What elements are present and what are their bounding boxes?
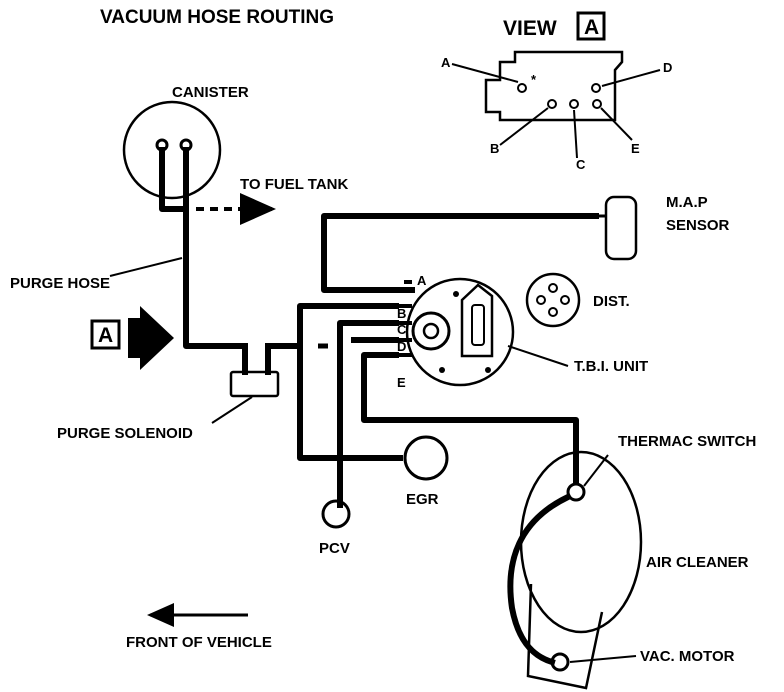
canister-label: CANISTER xyxy=(172,84,249,101)
tbi-port-e: E xyxy=(397,375,406,390)
dist-label: DIST. xyxy=(593,293,630,310)
thermac-switch-label: THERMAC SWITCH xyxy=(618,433,756,450)
view-port-label-b: B xyxy=(490,141,499,156)
tbi-port-a: A xyxy=(417,273,427,288)
map-sensor-label-2: SENSOR xyxy=(666,217,730,234)
front-of-vehicle-label: FRONT OF VEHICLE xyxy=(126,634,272,651)
view-a-header: VIEW A xyxy=(503,11,606,41)
vac-motor-label: VAC. MOTOR xyxy=(640,648,735,665)
pcv-valve xyxy=(321,499,351,529)
purge-solenoid-label: PURGE SOLENOID xyxy=(57,425,193,442)
purge-solenoid xyxy=(229,343,303,398)
view-box xyxy=(576,11,606,41)
thermac-hose xyxy=(361,352,579,483)
purge-hose-label: PURGE HOSE xyxy=(10,275,110,292)
tbi-label: T.B.I. UNIT xyxy=(574,358,648,375)
tbi-hose-b xyxy=(297,303,399,461)
view-a-detail: * A B C D E xyxy=(441,50,672,172)
view-port-b xyxy=(547,99,557,109)
map-sensor xyxy=(596,195,638,261)
svg-text:*: * xyxy=(531,72,537,87)
map-sensor-hose xyxy=(321,213,599,293)
canister-hose-left xyxy=(159,147,187,212)
view-a-arrow-marker: A xyxy=(90,306,174,370)
tbi-port-b: B xyxy=(397,306,406,321)
map-sensor-label-1: M.A.P xyxy=(666,194,708,211)
arrow-marker-letter: A xyxy=(98,324,113,347)
view-port-label-c: C xyxy=(576,157,586,172)
view-port-a xyxy=(517,83,527,93)
tbi-port-d: D xyxy=(397,339,406,354)
egr-valve xyxy=(403,435,449,481)
view-port-label-d: D xyxy=(663,60,672,75)
distributor xyxy=(525,272,581,328)
air-cleaner xyxy=(507,450,643,690)
view-port-e xyxy=(592,99,602,109)
purge-hose xyxy=(183,147,248,349)
pcv-hose xyxy=(337,320,399,508)
diagram-title: VACUUM HOSE ROUTING xyxy=(100,7,334,28)
view-port-label-a: A xyxy=(441,55,451,70)
view-port-label-e: E xyxy=(631,141,640,156)
canister xyxy=(122,100,222,200)
egr-label: EGR xyxy=(406,491,439,508)
view-port-c xyxy=(569,99,579,109)
tbi-unit xyxy=(396,277,515,387)
view-port-d xyxy=(591,83,601,93)
tbi-port-c: C xyxy=(397,322,407,337)
view-box-letter: A xyxy=(584,16,599,39)
air-cleaner-label: AIR CLEANER xyxy=(646,554,749,571)
to-fuel-tank-label: TO FUEL TANK xyxy=(240,176,349,193)
view-label: VIEW xyxy=(503,17,557,40)
pcv-label: PCV xyxy=(319,540,350,557)
